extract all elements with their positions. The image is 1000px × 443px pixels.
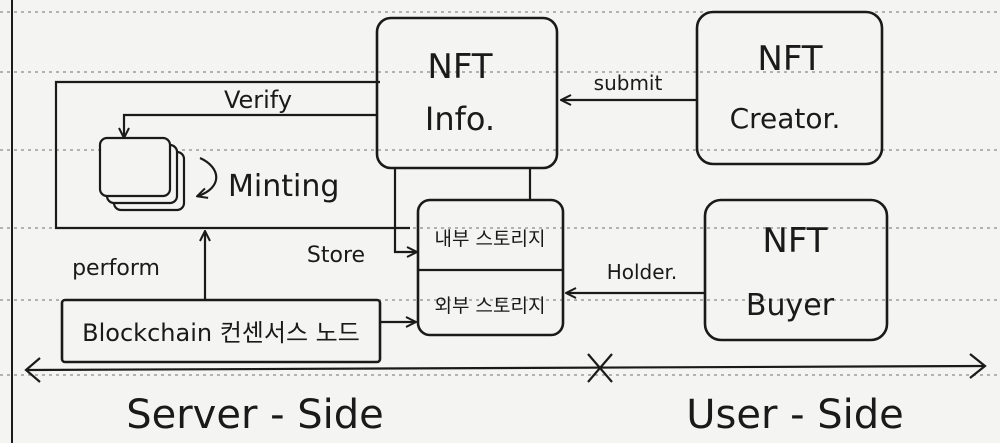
edge-perform-label: perform xyxy=(72,256,160,281)
minting-loop-arrow-icon xyxy=(198,156,218,196)
nft-info-label-line1: NFT xyxy=(427,47,492,87)
blockchain-node-label: Blockchain 컨센서스 노드 xyxy=(82,319,360,347)
minting-label: Minting xyxy=(228,169,339,204)
nft-buyer-box[interactable] xyxy=(703,198,889,342)
minting-stack-icon xyxy=(98,136,186,212)
side-axis xyxy=(24,353,987,383)
server-side-label: Server - Side xyxy=(126,392,384,438)
internal-storage-label: 내부 스토리지 xyxy=(435,228,546,250)
nft-buyer-label-line2: Buyer xyxy=(746,288,835,323)
storage-box[interactable] xyxy=(416,198,565,337)
edge-submit-label: submit xyxy=(594,71,663,95)
external-storage-label: 외부 스토리지 xyxy=(435,295,546,317)
blockchain-node-box[interactable] xyxy=(60,298,382,364)
edge-store-arrow xyxy=(393,168,416,252)
nft-creator-label-line2: Creator. xyxy=(730,102,841,135)
nft-info-label-line2: Info. xyxy=(425,100,495,138)
edge-verify-arrow xyxy=(124,113,377,137)
user-side-label: User - Side xyxy=(686,392,904,438)
server-frame xyxy=(54,80,410,230)
nft-creator-label-line1: NFT xyxy=(757,39,822,79)
edge-verify-label: Verify xyxy=(224,86,292,114)
nft-creator-box[interactable] xyxy=(695,10,884,166)
nft-info-box[interactable] xyxy=(375,16,559,170)
edge-store-label: Store xyxy=(307,243,365,268)
nft-buyer-label-line1: NFT xyxy=(762,221,827,261)
edge-holder-label: Holder. xyxy=(607,260,678,284)
